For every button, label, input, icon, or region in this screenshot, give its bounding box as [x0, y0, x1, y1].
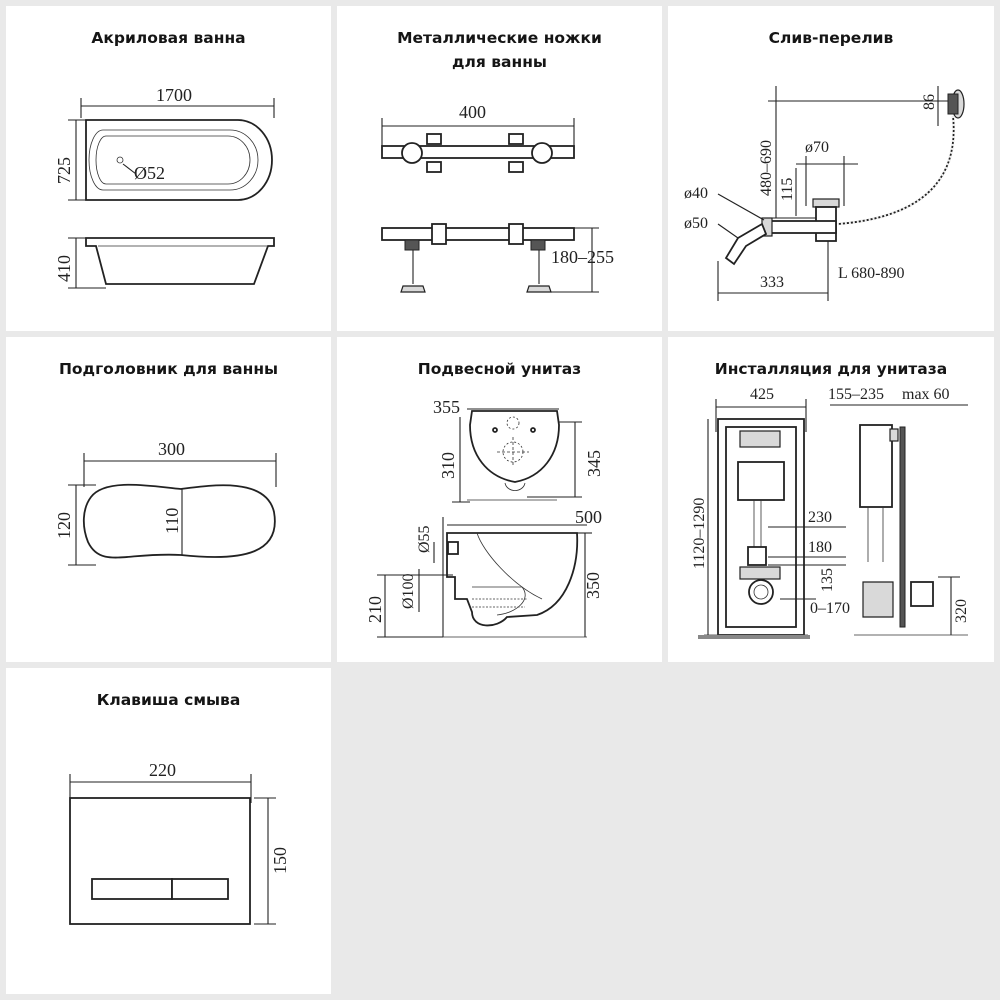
dim-drain-length: L 680-890 — [838, 265, 905, 282]
dim-headrest-width: 300 — [158, 439, 185, 459]
dim-inst-135: 135 — [819, 568, 836, 592]
panel-legs: Металлические ножки для ванны 400 180–25… — [337, 6, 662, 331]
toilet-drawing: 355 310 345 500 350 Ø55 Ø100 — [365, 397, 604, 638]
dim-legs-width: 400 — [459, 102, 486, 122]
installation-drawing: 425 1120–1290 230 180 135 0–170 155–235 … — [691, 386, 970, 639]
panel-title-line1: Металлические ножки — [397, 29, 602, 47]
dim-flush-height: 150 — [270, 847, 290, 874]
panel-title: Инсталляция для унитаза — [714, 360, 948, 378]
panel-title: Слив-перелив — [768, 29, 894, 47]
dim-inst-height: 1120–1290 — [691, 498, 708, 569]
dim-inst-0170: 0–170 — [810, 600, 850, 617]
flush-drawing: 220 150 — [69, 760, 290, 925]
dim-length: 1700 — [156, 85, 192, 105]
panel-title-line2: для ванны — [452, 53, 547, 71]
panel-drain: Слив-перелив 480–690 86 ø70 115 ø40 ø50 — [668, 6, 994, 331]
dim-drain-d50: ø50 — [684, 215, 708, 232]
drain-drawing: 480–690 86 ø70 115 ø40 ø50 333 L 680- — [684, 86, 965, 301]
panel-title: Клавиша смыва — [96, 691, 241, 709]
panel-title: Подголовник для ванны — [58, 360, 279, 378]
dim-toilet-310: 310 — [438, 452, 458, 479]
dim-toilet-210: 210 — [365, 596, 385, 623]
dim-inst-155: 155–235 — [828, 386, 884, 403]
panel-headrest: Подголовник для ванны 300 120 110 — [6, 337, 331, 662]
dim-toilet-d55: Ø55 — [416, 525, 433, 553]
dim-toilet-350: 350 — [583, 572, 603, 599]
dim-inst-425: 425 — [750, 386, 774, 403]
panel-flush: Клавиша смыва 220 150 — [6, 668, 331, 994]
panel-title: Металлические ножки для ванны — [337, 26, 662, 74]
dim-drain-115: 115 — [779, 178, 796, 201]
dim-inst-180: 180 — [808, 539, 832, 556]
dim-height: 410 — [54, 255, 74, 282]
dim-toilet-345: 345 — [584, 450, 604, 477]
dim-drain-333: 333 — [760, 274, 784, 291]
dim-headrest-120: 120 — [54, 512, 74, 539]
dim-inst-320: 320 — [953, 599, 970, 623]
headrest-drawing: 300 120 110 — [54, 439, 277, 566]
dim-toilet-d100: Ø100 — [400, 573, 417, 609]
dim-toilet-355: 355 — [433, 397, 460, 417]
dim-legs-height: 180–255 — [551, 247, 614, 267]
panel-installation: Инсталляция для унитаза 425 1120–1290 23… — [668, 337, 994, 662]
bathtub-drawing: 1700 Ø52 725 410 — [54, 85, 275, 289]
dim-drain-d40: ø40 — [684, 185, 708, 202]
dim-drain-height: 480–690 — [758, 140, 775, 196]
panel-title: Подвесной унитаз — [417, 360, 582, 378]
dim-drain-d70: ø70 — [805, 139, 829, 156]
dim-toilet-500: 500 — [575, 507, 602, 527]
dim-drain: Ø52 — [134, 163, 165, 183]
dim-inst-230: 230 — [808, 509, 832, 526]
dim-flush-width: 220 — [149, 760, 176, 780]
legs-drawing: 400 180–255 — [381, 102, 614, 293]
dim-headrest-110: 110 — [162, 508, 182, 534]
panel-bathtub: Акриловая ванна 1700 Ø52 725 410 — [6, 6, 331, 331]
dim-width: 725 — [54, 157, 74, 184]
panel-title: Акриловая ванна — [91, 29, 246, 47]
dim-drain-86: 86 — [921, 94, 938, 110]
dim-inst-max60: max 60 — [902, 386, 950, 403]
panel-toilet: Подвесной унитаз 355 310 345 500 350 — [337, 337, 662, 662]
